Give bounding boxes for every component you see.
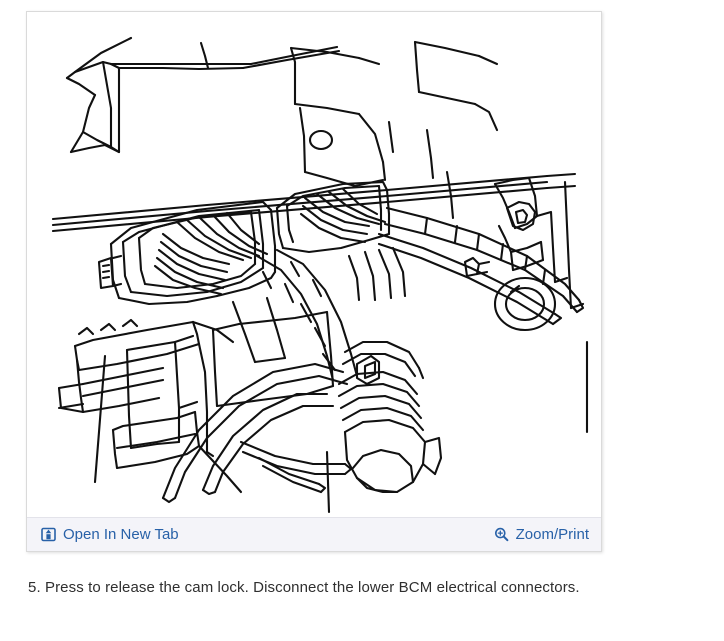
open-in-new-tab-label: Open In New Tab bbox=[63, 526, 179, 543]
bcm-connector-line-drawing bbox=[27, 12, 601, 517]
figure-caption: 5. Press to release the cam lock. Discon… bbox=[28, 579, 580, 596]
open-in-new-tab-icon bbox=[41, 527, 56, 542]
zoom-print-label: Zoom/Print bbox=[515, 526, 589, 543]
zoom-print-link[interactable]: Zoom/Print bbox=[494, 527, 589, 542]
figure-panel: Open In New Tab Zoom/Print bbox=[26, 11, 602, 552]
magnifier-plus-icon bbox=[494, 527, 509, 542]
figure-toolbar: Open In New Tab Zoom/Print bbox=[27, 517, 601, 551]
figure-image[interactable] bbox=[27, 12, 601, 517]
open-in-new-tab-link[interactable]: Open In New Tab bbox=[41, 527, 179, 542]
